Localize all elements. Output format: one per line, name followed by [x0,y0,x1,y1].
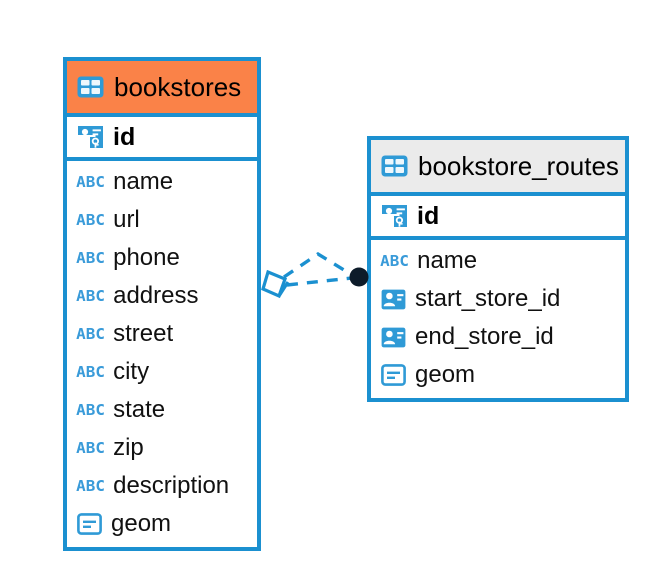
field-name-bookstores-address: address [113,282,199,309]
field-row-bookstore-routes-end-store-id[interactable]: end_store_id [371,318,625,356]
field-name-bookstore-routes-start-store-id: start_store_id [415,285,561,312]
text-type-icon: ABC [76,286,105,305]
text-type-icon: ABC [76,210,105,229]
geometry-type-icon [381,364,406,386]
entity-bookstore-routes-header[interactable]: bookstore_routes [371,140,625,192]
text-type-icon: ABC [380,251,409,270]
field-name-bookstores-zip: zip [113,434,144,461]
field-row-bookstores-state[interactable]: ABC state [67,391,257,429]
field-row-bookstores-id[interactable]: id [67,113,257,161]
text-type-icon: ABC [76,248,105,267]
relationship-line-upper [283,251,353,279]
field-row-bookstores-address[interactable]: ABC address [67,277,257,315]
entity-bookstores-title: bookstores [114,71,242,102]
field-row-bookstore-routes-id[interactable]: id [371,192,625,240]
field-name-bookstore-routes-id: id [417,201,440,230]
field-name-bookstores-state: state [113,396,166,423]
table-icon [77,76,104,98]
field-name-bookstore-routes-geom: geom [415,361,476,388]
foreign-key-icon [381,327,406,347]
text-type-icon: ABC [76,438,105,457]
field-row-bookstores-city[interactable]: ABC city [67,353,257,391]
diamond-crowsfoot-marker [261,269,288,299]
text-type-icon: ABC [76,476,105,495]
field-row-bookstores-zip[interactable]: ABC zip [67,429,257,467]
field-row-bookstores-geom[interactable]: geom [67,505,257,543]
entity-bookstores-header[interactable]: bookstores [67,61,257,113]
field-row-bookstores-url[interactable]: ABC url [67,201,257,239]
field-name-bookstores-description: description [113,472,230,499]
field-row-bookstore-routes-start-store-id[interactable]: start_store_id [371,280,625,318]
text-type-icon: ABC [76,172,105,191]
field-name-bookstores-street: street [113,320,174,347]
field-row-bookstores-description[interactable]: ABC description [67,467,257,505]
crowsfoot-tail [277,281,290,297]
field-row-bookstores-street[interactable]: ABC street [67,315,257,353]
primary-key-icon [382,205,407,227]
entity-bookstores-field-list: ABC name ABC url ABC phone ABC address A… [67,161,257,547]
field-row-bookstore-routes-name[interactable]: ABC name [371,242,625,280]
field-name-bookstores-phone: phone [113,244,180,271]
field-name-bookstores-url: url [113,206,140,233]
text-type-icon: ABC [76,362,105,381]
field-name-bookstores-city: city [113,358,150,385]
field-row-bookstore-routes-geom[interactable]: geom [371,356,625,394]
entity-bookstores[interactable]: bookstores id ABC name ABC [63,57,261,551]
primary-key-icon [78,126,103,148]
table-icon [381,155,408,177]
geometry-type-icon [77,513,102,535]
field-name-bookstores-name: name [113,168,174,195]
foreign-key-icon [381,289,406,309]
text-type-icon: ABC [76,324,105,343]
entity-bookstore-routes[interactable]: bookstore_routes id ABC name [367,136,629,402]
filled-circle-marker [349,267,369,287]
entity-bookstore-routes-field-list: ABC name start_store_id [371,240,625,398]
field-row-bookstores-name[interactable]: ABC name [67,163,257,201]
relationship-line-lower [286,276,353,287]
entity-bookstore-routes-title: bookstore_routes [418,150,619,181]
field-name-bookstores-id: id [113,122,136,151]
field-name-bookstores-geom: geom [111,510,172,537]
field-name-bookstore-routes-name: name [417,247,478,274]
field-name-bookstore-routes-end-store-id: end_store_id [415,323,554,350]
text-type-icon: ABC [76,400,105,419]
field-row-bookstores-phone[interactable]: ABC phone [67,239,257,277]
